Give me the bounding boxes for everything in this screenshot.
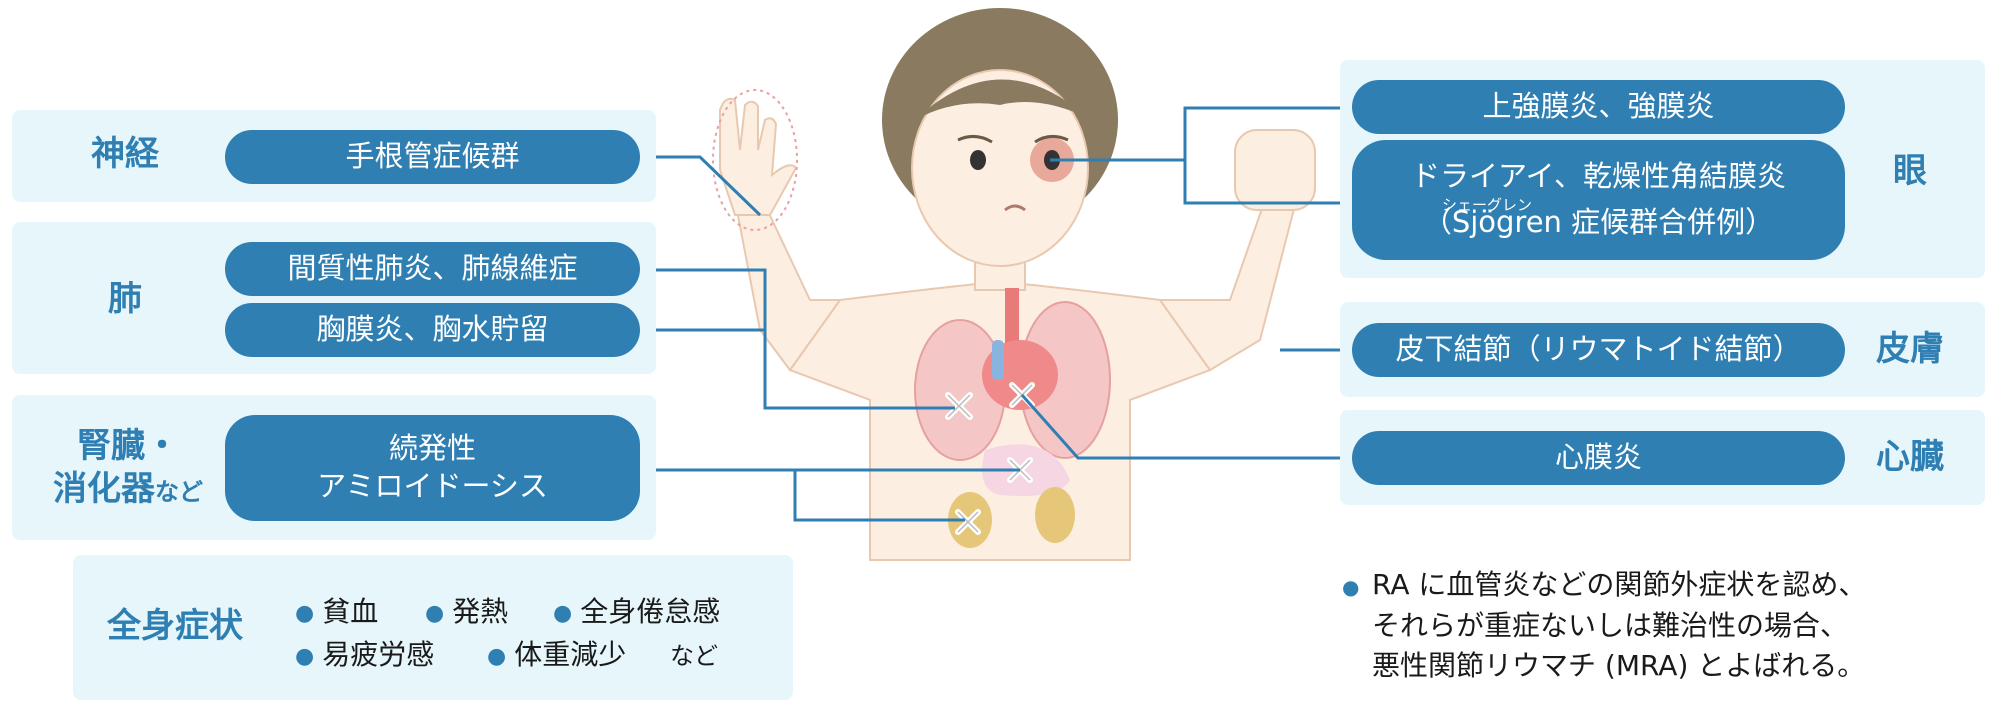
eye-item-pill-2: ドライアイ、乾燥性角結膜炎 （Sjögren 症候群合併例） (1352, 140, 1845, 260)
eye-item-pill-1: 上強膜炎、強膜炎 (1352, 80, 1845, 134)
bullet-icon: ● (1342, 575, 1360, 599)
mra-note: ● RA に血管炎などの関節外症状を認め、 それらが重症ないしは難治性の場合、 … (1342, 565, 1867, 687)
note-line3: 悪性関節リウマチ (MRA) とよばれる。 (1372, 649, 1866, 683)
systemic-panel (73, 555, 793, 700)
eye-item-line1: ドライアイ、乾燥性角結膜炎 (1411, 159, 1786, 194)
kidney-item-line2: アミロイドーシス (317, 469, 548, 503)
heart-category: 心臓 (1876, 437, 1944, 477)
bullet-icon: ● (425, 600, 445, 626)
systemic-category: 全身症状 (107, 606, 243, 646)
systemic-suffix: など (670, 642, 718, 670)
nerve-category: 神経 (91, 134, 159, 174)
systemic-item: ●全身倦怠感 (553, 595, 721, 628)
systemic-item: ●発熱 (425, 595, 509, 628)
nerve-item-pill: 手根管症候群 (225, 130, 640, 184)
note-line1: RA に血管炎などの関節外症状を認め、 (1372, 568, 1867, 601)
bullet-icon: ● (487, 643, 507, 669)
heart-item-pill: 心膜炎 (1352, 431, 1845, 485)
systemic-item: ●体重減少 (487, 638, 627, 671)
kidney-item-pill: 続発性 アミロイドーシス (225, 415, 640, 521)
systemic-item: ●貧血 (295, 595, 379, 628)
kidney-category-line1: 腎臓・ (77, 426, 179, 466)
kidney-category-suffix: など (155, 477, 203, 506)
systemic-item: ●易疲労感 (295, 638, 435, 671)
lung-item-pill-1: 間質性肺炎、肺線維症 (225, 242, 640, 296)
eye-item-line2: （Sjögren 症候群合併例） (1422, 205, 1775, 239)
kidney-category-line2: 消化器 (53, 468, 155, 509)
eye-category: 眼 (1893, 151, 1927, 191)
skin-item-pill: 皮下結節（リウマトイド結節） (1352, 323, 1845, 377)
kidney-item-line1: 続発性 (388, 431, 476, 466)
bullet-icon: ● (295, 643, 315, 669)
bullet-icon: ● (553, 600, 573, 626)
lung-category: 肺 (108, 279, 142, 319)
note-line2: それらが重症ないしは難治性の場合、 (1372, 608, 1849, 642)
eye-ruby: シェーグレン (1442, 196, 1533, 214)
bullet-icon: ● (295, 600, 315, 626)
kidney-category: 腎臓・ 消化器など (38, 425, 218, 510)
skin-category: 皮膚 (1876, 329, 1944, 369)
lung-item-pill-2: 胸膜炎、胸水貯留 (225, 303, 640, 357)
